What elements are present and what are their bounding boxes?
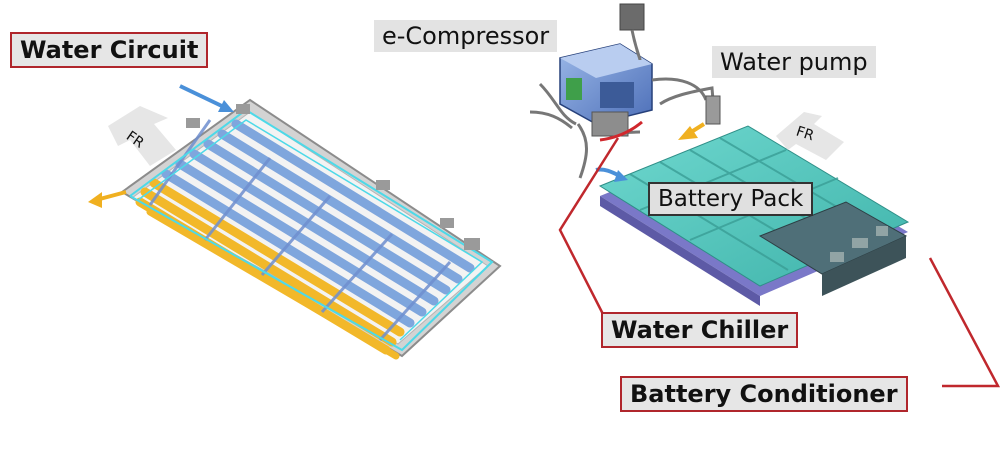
- e-compressor-unit: [560, 4, 652, 124]
- battery-pack-label: Battery Pack: [648, 182, 813, 216]
- battery-conditioner-label: Battery Conditioner: [620, 376, 908, 412]
- water-chiller-leader: [560, 138, 618, 320]
- pack-outflow-arrow-icon: [678, 124, 704, 140]
- water-pump-unit: [706, 96, 720, 124]
- water-circuit-plate: [122, 100, 500, 356]
- coolant-inflow-arrow-icon: [180, 86, 234, 112]
- battery-pack-assembly: [600, 126, 908, 306]
- pack-inflow-arrow-icon: [596, 169, 628, 182]
- e-compressor-label: e-Compressor: [374, 20, 557, 52]
- battery-conditioner-leader: [930, 258, 998, 386]
- water-pump-label: Water pump: [712, 46, 876, 78]
- water-chiller-label: Water Chiller: [601, 312, 798, 348]
- coolant-outflow-arrow-icon: [88, 192, 126, 208]
- water-chiller-unit: [592, 112, 642, 140]
- water-circuit-label: Water Circuit: [10, 32, 208, 68]
